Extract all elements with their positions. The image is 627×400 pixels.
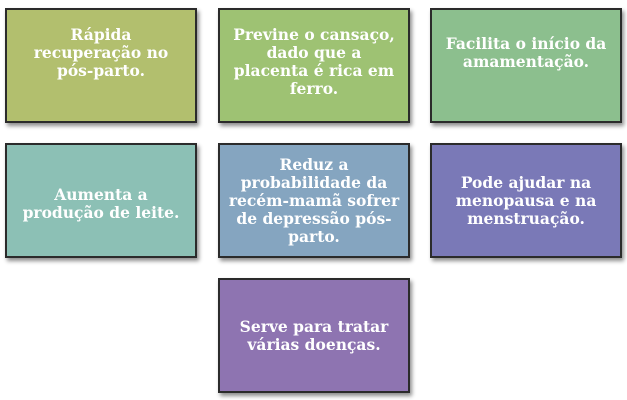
benefit-box-depression: Reduz a probabilidade da recém-mamã sofr…: [218, 143, 410, 258]
benefit-text: Rápida recuperação no pós-parto.: [33, 24, 169, 80]
benefit-box-recovery: Rápida recuperação no pós-parto.: [5, 8, 197, 123]
benefit-text: Pode ajudar na menopausa e na menstruaçã…: [455, 172, 597, 228]
benefit-text: Facilita o início da amamentação.: [445, 33, 607, 71]
benefit-box-diseases: Serve para tratar várias doenças.: [218, 278, 410, 393]
benefit-text: Reduz a probabilidade da recém-mamã sofr…: [228, 154, 400, 246]
benefit-text: Previne o cansaço, dado que a placenta é…: [233, 24, 395, 98]
benefit-box-fatigue: Previne o cansaço, dado que a placenta é…: [218, 8, 410, 123]
benefit-text: Serve para tratar várias doenças.: [239, 316, 389, 354]
benefit-box-milk-production: Aumenta a produção de leite.: [5, 143, 197, 258]
benefit-box-menopause: Pode ajudar na menopausa e na menstruaçã…: [430, 143, 622, 258]
benefit-text: Aumenta a produção de leite.: [22, 184, 180, 222]
benefit-box-breastfeeding: Facilita o início da amamentação.: [430, 8, 622, 123]
